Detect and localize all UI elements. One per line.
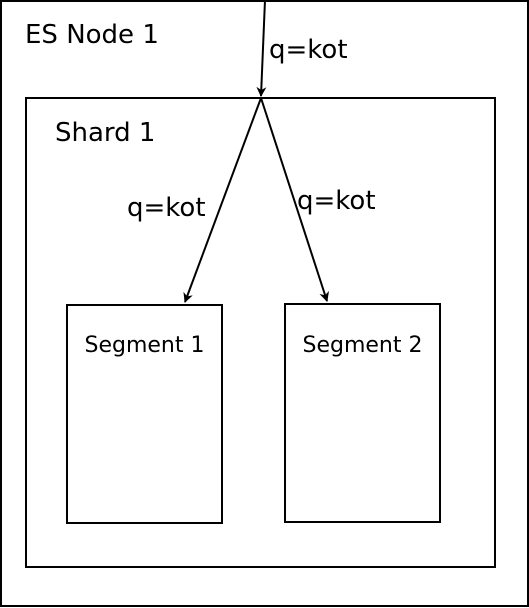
segment-2-box	[284, 303, 441, 523]
segment-2-label: Segment 2	[303, 333, 423, 358]
edge-shard-to-segment-1: q=kot	[127, 97, 262, 303]
segment-1-label: Segment 1	[85, 333, 205, 358]
segment-1: Segment 1	[66, 304, 223, 524]
segment-2: Segment 2	[284, 303, 441, 523]
edge-label-to-shard: q=kot	[269, 35, 348, 65]
edge-label-to-segment-2: q=kot	[297, 186, 376, 216]
arrow-to-segment-1	[183, 97, 262, 303]
segment-1-box	[66, 304, 223, 524]
shard-label: Shard 1	[55, 118, 155, 148]
edge-shard-to-segment-2: q=kot	[260, 97, 376, 302]
edge-label-to-segment-1: q=kot	[127, 193, 206, 223]
es-node-label: ES Node 1	[25, 20, 159, 50]
edge-query-to-shard: q=kot	[256, 0, 348, 97]
arrow-to-shard	[256, 0, 267, 97]
arrow-to-segment-2	[260, 97, 329, 302]
